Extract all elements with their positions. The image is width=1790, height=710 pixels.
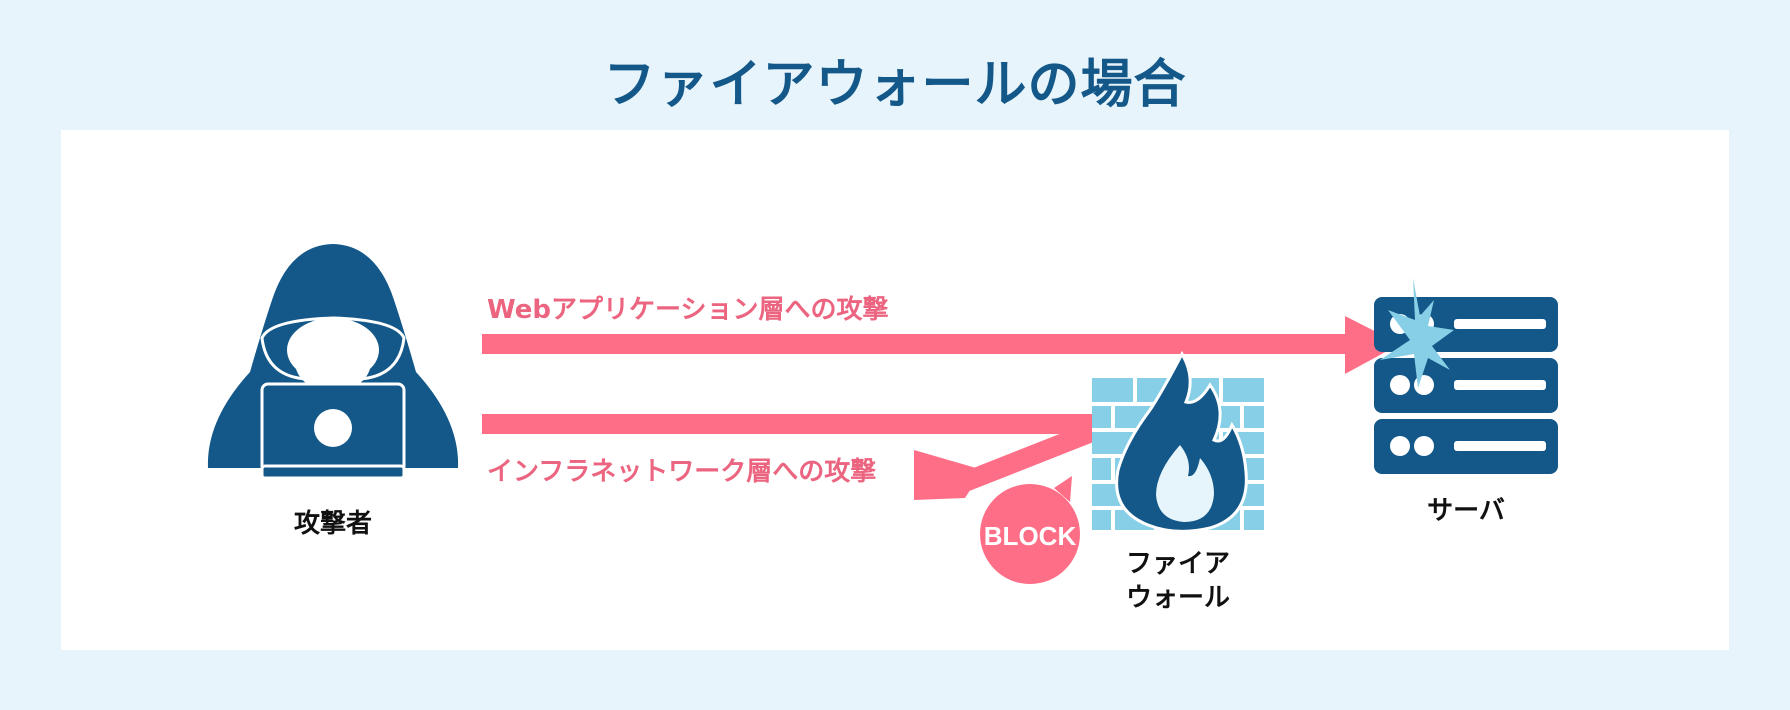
server-label: サーバ xyxy=(1427,496,1505,526)
web-attack-arrow xyxy=(482,316,1400,374)
firewall-label-line2: ウォール xyxy=(1125,583,1230,613)
attacker-label: 攻撃者 xyxy=(293,509,372,539)
infra-attack-label: インフラネットワーク層への攻撃 xyxy=(487,457,877,487)
web-attack-label: Webアプリケーション層への攻撃 xyxy=(487,295,889,325)
block-badge xyxy=(980,476,1080,584)
infra-attack-arrow xyxy=(482,414,1122,500)
firewall-label: ファイア ウォール xyxy=(1108,547,1248,615)
page-title: ファイアウォールの場合 xyxy=(603,55,1187,115)
fire-icon xyxy=(1115,350,1248,533)
impact-burst-icon xyxy=(1380,278,1454,388)
block-label: BLOCK xyxy=(984,521,1077,551)
firewall-label-line1: ファイア xyxy=(1125,549,1230,579)
attacker-icon xyxy=(207,244,459,480)
